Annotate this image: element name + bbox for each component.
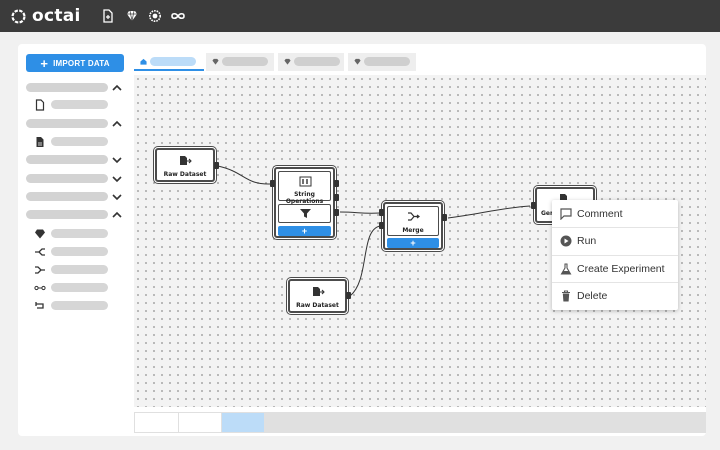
logo-icon	[11, 8, 26, 24]
dataset-icon	[180, 156, 192, 165]
add-step-button[interactable]: +	[387, 238, 439, 248]
sidebar-item[interactable]	[51, 137, 108, 146]
home-icon	[140, 58, 147, 65]
node-label: String Operations	[285, 191, 324, 205]
tab-home[interactable]	[134, 53, 204, 71]
tab-label	[150, 57, 196, 66]
settings-icon[interactable]	[148, 9, 162, 23]
menu-item-label: Create Experiment	[577, 263, 665, 275]
gem-icon	[35, 229, 45, 239]
output-port[interactable]	[334, 194, 339, 201]
node-label: Raw Dataset	[296, 302, 339, 309]
sidebar-section-2[interactable]	[26, 119, 108, 128]
play-icon	[560, 235, 572, 247]
menu-item-label: Run	[577, 235, 597, 247]
sidebar-section-5[interactable]	[26, 192, 108, 201]
sidebar-item[interactable]	[51, 100, 108, 109]
merge-icon	[35, 266, 45, 274]
output-port[interactable]	[334, 180, 339, 187]
menu-item-label: Comment	[577, 207, 623, 220]
plus-icon: +	[40, 55, 49, 71]
input-port[interactable]	[270, 180, 275, 187]
tab-3[interactable]	[278, 53, 344, 71]
tab-2[interactable]	[206, 53, 274, 71]
menu-item-create-experiment[interactable]: Create Experiment	[552, 255, 678, 282]
bottom-tab-2[interactable]	[179, 413, 221, 432]
gem-icon	[212, 58, 219, 65]
import-data-button[interactable]: + IMPORT DATA	[26, 54, 124, 72]
tab-label	[222, 57, 268, 66]
add-step-button[interactable]: +	[278, 226, 331, 236]
sidebar-section-6[interactable]	[26, 210, 108, 219]
gem-icon[interactable]	[125, 9, 139, 23]
import-file-icon[interactable]	[101, 9, 115, 23]
comment-icon	[560, 207, 572, 220]
logo[interactable]: octai	[10, 6, 81, 26]
gem-icon	[354, 58, 361, 65]
filter-icon	[300, 209, 311, 218]
merge-block[interactable]: Merge	[387, 206, 439, 236]
import-data-label: IMPORT DATA	[53, 58, 110, 68]
input-port[interactable]	[379, 222, 384, 229]
node-raw-dataset[interactable]: Raw Dataset	[155, 148, 215, 182]
sidebar-section-3[interactable]	[26, 155, 108, 164]
sidebar-item[interactable]	[51, 265, 108, 274]
tab-4[interactable]	[348, 53, 416, 71]
string-operations-icon	[299, 176, 312, 187]
input-port[interactable]	[531, 202, 536, 209]
chevron-up-icon[interactable]	[111, 210, 123, 220]
loop-icon	[35, 302, 44, 309]
node-label: Merge	[402, 227, 424, 234]
output-port[interactable]	[214, 162, 219, 169]
split-icon	[35, 248, 45, 256]
output-port[interactable]	[334, 209, 339, 216]
node-raw-dataset[interactable]: Raw Dataset	[288, 279, 347, 313]
document-icon	[36, 137, 44, 147]
top-bar: octai	[0, 0, 720, 32]
chevron-down-icon[interactable]	[111, 155, 123, 165]
brand-name: octai	[32, 6, 81, 26]
context-menu: Comment Run Create Experiment Delete	[552, 200, 678, 310]
chevron-down-icon[interactable]	[111, 192, 123, 202]
input-port[interactable]	[379, 209, 384, 216]
sidebar-section-1[interactable]	[26, 83, 108, 92]
chain-icon	[34, 285, 46, 291]
gem-icon	[284, 58, 291, 65]
flask-icon	[560, 263, 572, 275]
menu-item-run[interactable]: Run	[552, 227, 678, 254]
chevron-up-icon[interactable]	[111, 83, 123, 93]
tab-label	[294, 57, 340, 66]
output-port[interactable]	[346, 292, 351, 299]
node-label: Gen	[541, 210, 555, 217]
menu-item-label: Delete	[577, 290, 608, 302]
bottom-panel-bar	[134, 412, 706, 433]
operation-block[interactable]: String Operations	[278, 171, 331, 205]
sidebar-section-4[interactable]	[26, 174, 108, 183]
dataset-icon	[313, 287, 325, 296]
output-port[interactable]	[442, 214, 447, 221]
tab-label	[364, 57, 410, 66]
menu-item-delete[interactable]: Delete	[552, 282, 678, 309]
chevron-up-icon[interactable]	[111, 119, 123, 129]
menu-item-comment[interactable]: Comment	[552, 200, 678, 227]
filter-block[interactable]	[278, 204, 331, 223]
chevron-down-icon[interactable]	[111, 174, 123, 184]
trash-icon	[562, 290, 570, 302]
sidebar-item[interactable]	[51, 247, 108, 256]
bottom-tab-3[interactable]	[222, 413, 264, 432]
node-merge[interactable]: Merge +	[383, 202, 443, 250]
file-icon	[35, 99, 45, 111]
node-label: Raw Dataset	[163, 171, 207, 178]
node-string-operations[interactable]: String Operations +	[274, 167, 335, 238]
sidebar-item[interactable]	[51, 229, 108, 238]
sidebar-item[interactable]	[51, 283, 108, 292]
bottom-tab-1[interactable]	[135, 413, 178, 432]
infinity-icon[interactable]	[170, 9, 186, 23]
merge-icon	[408, 212, 420, 221]
sidebar-item[interactable]	[51, 301, 108, 310]
